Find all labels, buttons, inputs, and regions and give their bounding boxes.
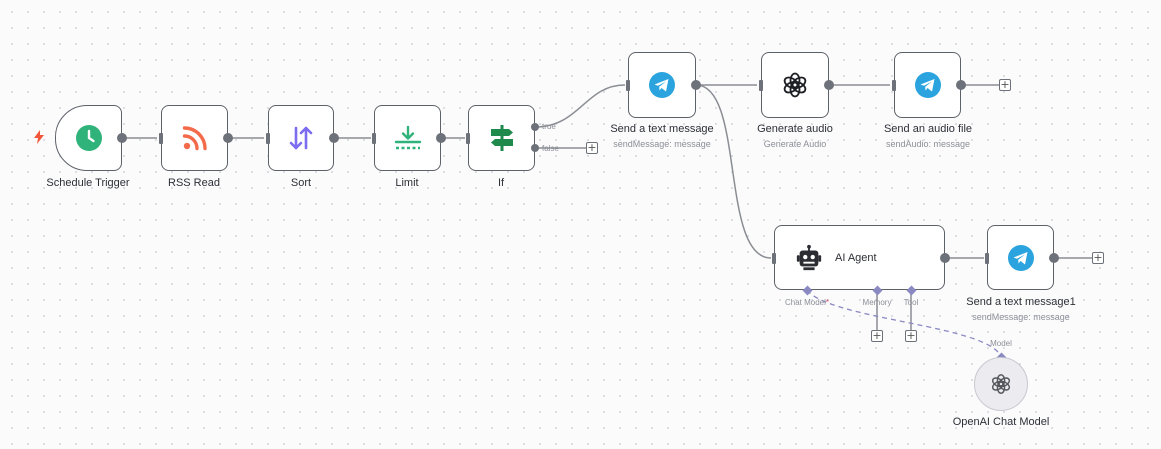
rss-icon bbox=[180, 123, 210, 153]
ai-agent-output-port[interactable] bbox=[940, 253, 950, 263]
rss-read-label: RSS Read bbox=[168, 177, 220, 189]
add-tool-button[interactable]: + bbox=[905, 329, 917, 342]
send-text-message-output-port[interactable] bbox=[691, 80, 701, 90]
send-text-message1-label: Send a text message1 bbox=[966, 296, 1076, 308]
chat-model-label-text: Chat Model bbox=[784, 298, 826, 307]
generate-audio-label: Generate audio bbox=[757, 123, 833, 135]
send-audio-file-input-port[interactable] bbox=[892, 79, 896, 91]
trigger-bolt-icon bbox=[34, 130, 44, 144]
robot-icon bbox=[795, 244, 823, 272]
send-text-message1-input-port[interactable] bbox=[985, 252, 989, 264]
if-true-label: true bbox=[542, 122, 556, 131]
schedule-trigger-label: Schedule Trigger bbox=[46, 177, 130, 189]
generate-audio-input-port[interactable] bbox=[759, 79, 763, 91]
edge-send-agent bbox=[695, 84, 772, 259]
if-false-output-port[interactable] bbox=[531, 144, 539, 152]
edge-if-true-send bbox=[534, 84, 626, 128]
send-audio-file-subtitle: sendAudio: message bbox=[885, 139, 971, 149]
generate-audio-subtitle: Generate Audio bbox=[763, 139, 827, 149]
openai-chat-model-node[interactable] bbox=[974, 357, 1028, 411]
if-false-label: false bbox=[542, 144, 559, 153]
chat-model-port-label: Chat Model* bbox=[785, 298, 829, 307]
schedule-trigger-node[interactable] bbox=[55, 105, 122, 171]
openai-icon bbox=[780, 70, 810, 100]
add-memory-button[interactable]: + bbox=[871, 329, 883, 342]
schedule-trigger-output-port[interactable] bbox=[117, 133, 127, 143]
telegram-icon bbox=[1006, 243, 1036, 273]
sort-node[interactable] bbox=[268, 105, 334, 171]
send-audio-file-label: Send an audio file bbox=[883, 123, 973, 135]
if-true-output-port[interactable] bbox=[531, 123, 539, 131]
limit-input-port[interactable] bbox=[372, 132, 376, 144]
send-text-message1-add-button[interactable]: + bbox=[1092, 251, 1104, 264]
send-audio-file-add-button[interactable]: + bbox=[999, 78, 1011, 91]
required-mark: * bbox=[825, 298, 830, 307]
limit-icon bbox=[393, 123, 423, 153]
rss-read-node[interactable] bbox=[161, 105, 228, 171]
if-false-add-button[interactable]: + bbox=[586, 141, 598, 154]
openai-icon bbox=[989, 372, 1013, 396]
model-port-label: Model bbox=[990, 339, 1012, 348]
send-audio-file-node[interactable] bbox=[894, 52, 961, 118]
limit-label: Limit bbox=[395, 177, 419, 189]
send-text-message1-node[interactable] bbox=[987, 225, 1054, 290]
telegram-icon bbox=[647, 70, 677, 100]
tool-port-label: Tool bbox=[903, 298, 919, 307]
send-text-message-label: Send a text message bbox=[610, 123, 714, 135]
if-input-port[interactable] bbox=[466, 132, 470, 144]
clock-icon bbox=[74, 123, 104, 153]
ai-agent-title: AI Agent bbox=[835, 251, 877, 264]
ai-agent-node[interactable]: AI Agent bbox=[774, 225, 945, 290]
limit-output-port[interactable] bbox=[436, 133, 446, 143]
generate-audio-output-port[interactable] bbox=[824, 80, 834, 90]
rss-read-output-port[interactable] bbox=[223, 133, 233, 143]
send-text-message-node[interactable] bbox=[628, 52, 696, 118]
send-text-message-input-port[interactable] bbox=[626, 79, 630, 91]
openai-chat-model-label: OpenAI Chat Model bbox=[952, 416, 1050, 428]
send-audio-file-output-port[interactable] bbox=[956, 80, 966, 90]
sort-output-port[interactable] bbox=[329, 133, 339, 143]
ai-agent-input-port[interactable] bbox=[772, 252, 776, 264]
generate-audio-node[interactable] bbox=[761, 52, 829, 118]
signpost-icon bbox=[487, 123, 517, 153]
send-text-message1-output-port[interactable] bbox=[1049, 253, 1059, 263]
if-node[interactable] bbox=[468, 105, 535, 171]
sort-label: Sort bbox=[290, 177, 312, 189]
if-label: If bbox=[497, 177, 505, 189]
send-text-message-subtitle: sendMessage: message bbox=[613, 139, 711, 149]
telegram-icon bbox=[913, 70, 943, 100]
send-text-message1-subtitle: sendMessage: message bbox=[972, 312, 1070, 322]
memory-port-label: Memory bbox=[862, 298, 892, 307]
sort-input-port[interactable] bbox=[266, 132, 270, 144]
limit-node[interactable] bbox=[374, 105, 441, 171]
sort-arrows-icon bbox=[286, 123, 316, 153]
rss-read-input-port[interactable] bbox=[159, 132, 163, 144]
